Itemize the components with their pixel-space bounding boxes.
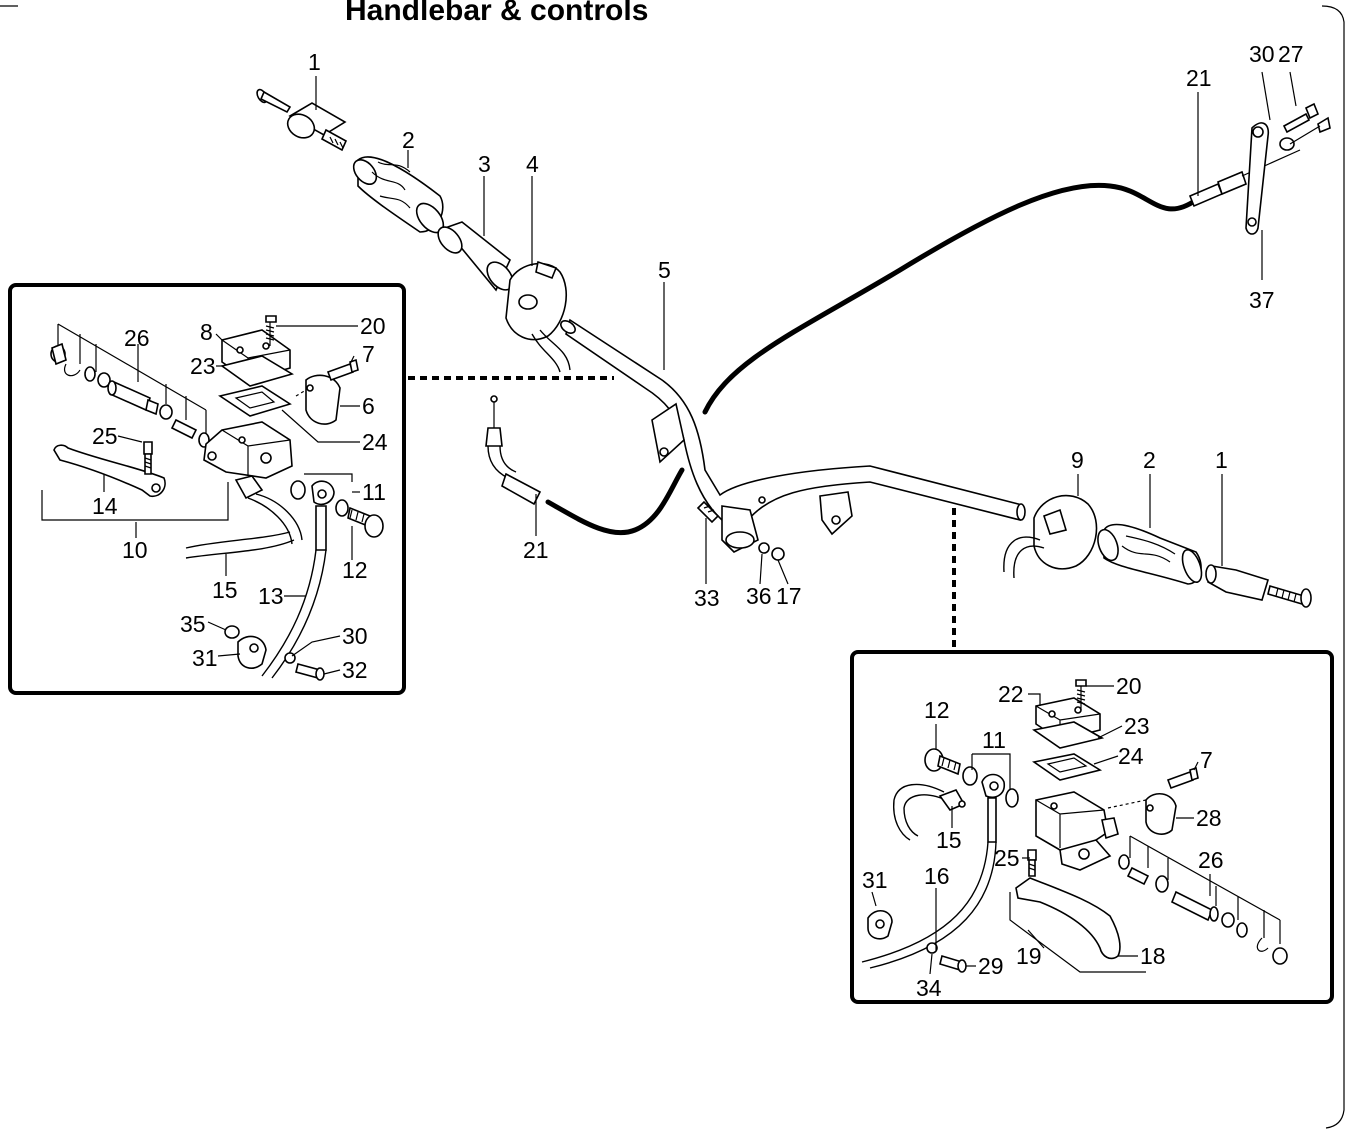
right-callout-19: 19	[1016, 943, 1042, 969]
callout-37: 37	[1249, 287, 1275, 313]
left-callout-31: 31	[192, 645, 218, 671]
right-pivot-pin-set	[1118, 835, 1288, 965]
callout-30-upper: 30	[1249, 41, 1275, 67]
right-callout-25: 25	[994, 845, 1020, 871]
left-callout-20: 20	[360, 313, 386, 339]
left-callout-25: 25	[92, 423, 118, 449]
left-reservoir-cap-set	[218, 315, 294, 417]
right-callout-12: 12	[924, 697, 950, 723]
left-switch-housing	[505, 260, 571, 373]
left-clamp-bolt	[295, 358, 359, 425]
left-banjo-fitting	[261, 480, 384, 679]
main-leader-lines	[315, 71, 1297, 585]
right-callout-24: 24	[1118, 743, 1144, 769]
diagram-title: Handlebar & controls	[345, 0, 648, 27]
left-hose-clip-set	[224, 625, 325, 681]
right-callout-31: 31	[862, 867, 888, 893]
right-callout-34: 34	[916, 975, 942, 1001]
callout-3: 3	[478, 151, 491, 177]
right-detail-box: 22 20 12 11 23 24 7 15 28 25 26 31 16 19…	[850, 650, 1334, 1004]
callout-5: 5	[658, 257, 671, 283]
callout-17: 17	[776, 583, 802, 609]
left-pivot-pin-set	[50, 323, 210, 448]
right-callout-18: 18	[1140, 943, 1166, 969]
callout-21-upper: 21	[1186, 65, 1212, 91]
left-master-cylinder-body	[203, 421, 303, 545]
left-callout-32: 32	[342, 657, 368, 683]
left-callout-24: 24	[362, 429, 388, 455]
right-leader-lines	[871, 685, 1211, 975]
right-callout-15: 15	[936, 827, 962, 853]
throttle-sleeve	[437, 221, 514, 292]
handlebar-assembly: 1 2 3 4 5 21 30 27 37 9 2 1 21 33 36 17	[256, 41, 1331, 650]
cable-end-fitting-upper	[1188, 149, 1301, 208]
right-master-cylinder-body	[1035, 791, 1119, 871]
right-callout-20: 20	[1116, 673, 1142, 699]
right-callout-7: 7	[1200, 747, 1213, 773]
callout-27: 27	[1278, 41, 1304, 67]
throttle-lever-bracket	[1245, 102, 1331, 235]
callout-1-left: 1	[308, 49, 321, 75]
callout-33: 33	[694, 585, 720, 611]
right-callout-28: 28	[1196, 805, 1222, 831]
left-callout-11: 11	[362, 479, 386, 505]
callout-36: 36	[746, 583, 772, 609]
throttle-cable-upper	[702, 182, 1199, 415]
right-brake-hose-15	[893, 783, 966, 841]
callout-4: 4	[526, 151, 539, 177]
right-callout-29: 29	[978, 953, 1004, 979]
callout-1-right: 1	[1215, 447, 1228, 473]
right-hose-clip-set	[867, 910, 967, 973]
right-bar-end-weight	[1205, 564, 1312, 608]
left-grip	[352, 156, 445, 234]
callout-2-right: 2	[1143, 447, 1156, 473]
left-brake-hose-15	[185, 531, 295, 559]
right-callout-23: 23	[1124, 713, 1150, 739]
left-callout-23: 23	[190, 353, 216, 379]
left-callout-30: 30	[342, 623, 368, 649]
left-lever-assembly	[53, 441, 166, 498]
cable-end-fitting-lower	[485, 395, 542, 506]
left-callout-26: 26	[124, 325, 150, 351]
right-switch-housing	[1003, 494, 1098, 579]
handlebar-tube	[560, 318, 1026, 553]
left-callouts: 26 8 20 23 7 6 24 25 14 10 11 12 15 13 3…	[92, 313, 388, 683]
left-callout-7: 7	[362, 341, 375, 367]
right-callouts: 22 20 12 11 23 24 7 15 28 25 26 31 16 19…	[862, 673, 1224, 1001]
right-callout-16: 16	[924, 863, 950, 889]
left-callout-8: 8	[200, 319, 213, 345]
left-callout-14: 14	[92, 493, 118, 519]
callout-2-left: 2	[402, 127, 415, 153]
left-callout-12: 12	[342, 557, 368, 583]
right-grip	[1097, 523, 1203, 585]
callout-21-lower: 21	[523, 537, 549, 563]
left-bar-end-weight	[256, 88, 348, 152]
right-callout-11: 11	[982, 727, 1006, 753]
left-callout-13: 13	[258, 583, 284, 609]
right-clamp-bolt	[1107, 766, 1199, 835]
clamp-bolt-washer-nut	[696, 500, 785, 561]
page-frame	[0, 5, 1345, 1129]
right-callout-26: 26	[1198, 847, 1224, 873]
left-callout-10: 10	[122, 537, 148, 563]
left-detail-box: 26 8 20 23 7 6 24 25 14 10 11 12 15 13 3…	[8, 283, 406, 695]
left-callout-35: 35	[180, 611, 206, 637]
left-leader-lines	[41, 325, 360, 675]
main-callouts: 1 2 3 4 5 21 30 27 37 9 2 1 21 33 36 17	[308, 41, 1304, 611]
left-callout-6: 6	[362, 393, 375, 419]
callout-9: 9	[1071, 447, 1084, 473]
right-callout-22: 22	[998, 681, 1024, 707]
left-callout-15: 15	[212, 577, 238, 603]
right-banjo-fitting	[861, 748, 1019, 969]
right-reservoir-cap-set	[1031, 679, 1105, 781]
throttle-cable-lower	[545, 467, 685, 536]
